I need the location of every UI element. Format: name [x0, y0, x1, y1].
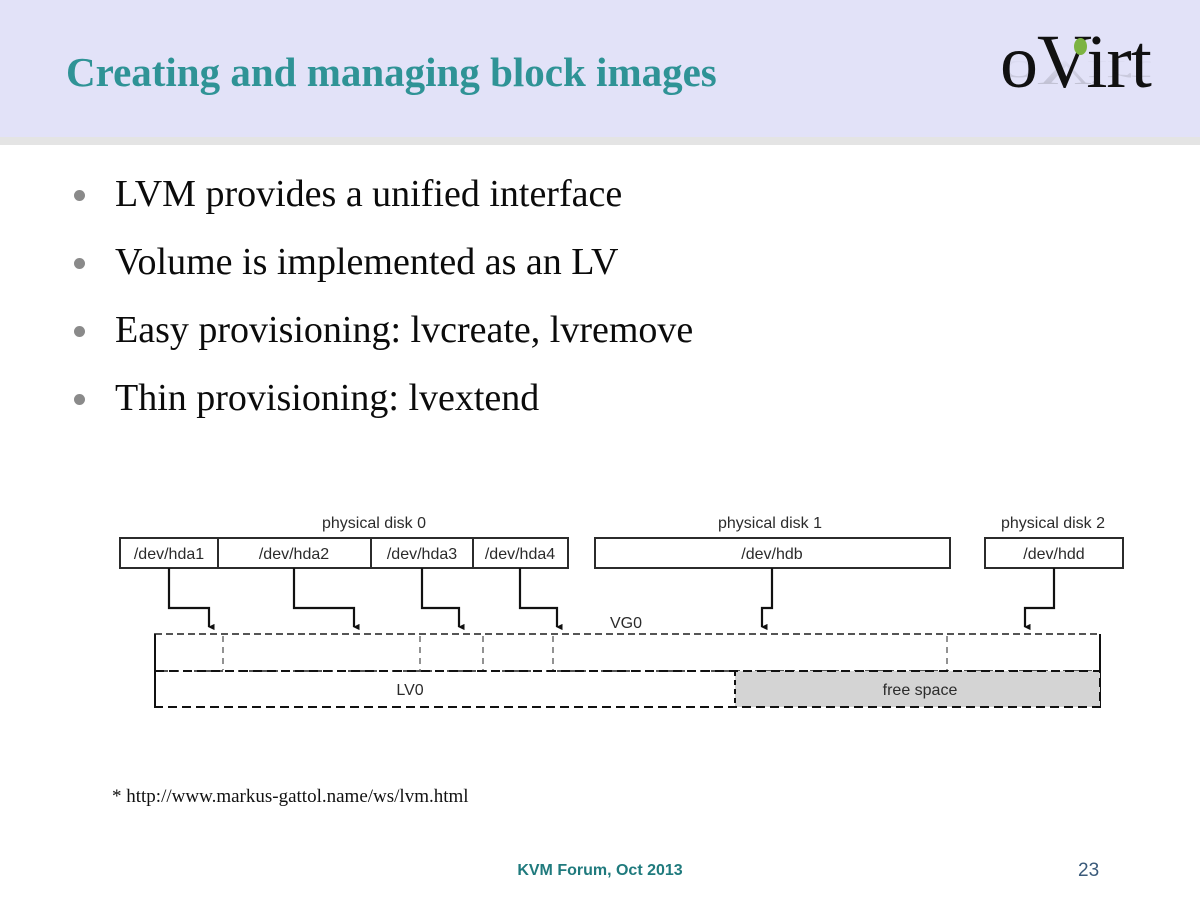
bullet-list: LVM provides a unified interface Volume … — [74, 172, 974, 444]
bullet-dot-icon — [74, 394, 85, 405]
ovirt-logo-text: oVirt — [1000, 20, 1152, 104]
free-space-box — [735, 671, 1100, 707]
ovirt-logo-reflection: oVirt — [1000, 53, 1151, 92]
partition-label: /dev/hda3 — [387, 546, 457, 563]
bullet-dot-icon — [74, 190, 85, 201]
partition-label: /dev/hdb — [741, 546, 802, 563]
header-divider — [0, 137, 1200, 145]
lvm-diagram: physical disk 0 physical disk 1 physical… — [110, 500, 1140, 730]
list-item: LVM provides a unified interface — [74, 172, 974, 240]
list-item-label: LVM provides a unified interface — [115, 173, 623, 215]
page-title: Creating and managing block images — [66, 49, 717, 95]
footnote-source: * http://www.markus-gattol.name/ws/lvm.h… — [112, 786, 469, 807]
partition-box — [217, 537, 372, 569]
footer-event-label: KVM Forum, Oct 2013 — [517, 862, 683, 879]
partition-box — [370, 537, 474, 569]
ovirt-logo-dot-icon — [1074, 38, 1087, 55]
connector-arrow — [167, 568, 1056, 631]
ovirt-logo: oVirt oVirt — [1000, 24, 1175, 139]
pe-divider — [222, 636, 948, 670]
free-space-label: free space — [883, 682, 958, 699]
partition-box — [984, 537, 1124, 569]
logical-volume-label: LV0 — [396, 682, 423, 699]
list-item-label: Volume is implemented as an LV — [115, 241, 619, 283]
partition-label: /dev/hdd — [1023, 546, 1084, 563]
partition-label: /dev/hda2 — [259, 546, 329, 563]
page-number: 23 — [1078, 860, 1100, 881]
volume-group-box — [154, 633, 1101, 672]
partition-box — [594, 537, 951, 569]
list-item-label: Easy provisioning: lvcreate, lvremove — [115, 309, 694, 351]
list-item-label: Thin provisioning: lvextend — [115, 377, 540, 419]
disk-0-label: physical disk 0 — [322, 515, 426, 532]
bullet-dot-icon — [74, 326, 85, 337]
list-item: Easy provisioning: lvcreate, lvremove — [74, 308, 974, 376]
partition-label: /dev/hda1 — [134, 546, 204, 563]
disk-2-label: physical disk 2 — [1001, 515, 1105, 532]
header-band — [0, 0, 1200, 137]
partition-box — [472, 537, 569, 569]
list-item: Thin provisioning: lvextend — [74, 376, 974, 444]
partition-label: /dev/hda4 — [485, 546, 555, 563]
volume-group-label: VG0 — [610, 615, 642, 632]
bullet-dot-icon — [74, 258, 85, 269]
disk-1-label: physical disk 1 — [718, 515, 822, 532]
list-item: Volume is implemented as an LV — [74, 240, 974, 308]
